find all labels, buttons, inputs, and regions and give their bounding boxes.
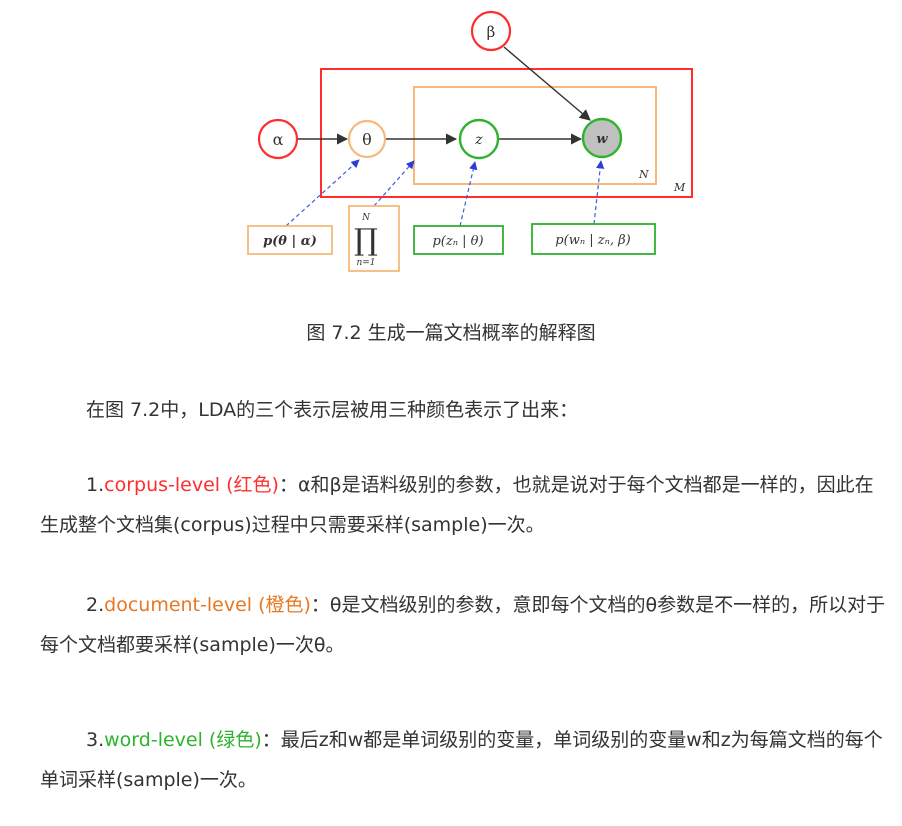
item-document-level: 2.document-level (橙色)：θ是文档级别的参数，意即每个文档的θ… [40, 585, 890, 665]
item-prefix: 3. [86, 729, 105, 751]
node-theta-label: θ [362, 130, 372, 149]
node-alpha-label: α [273, 130, 284, 149]
outer-plate-label: M [673, 181, 686, 194]
formula-product-bottom: n=1 [356, 258, 375, 268]
dashed-arrow-p-z [459, 161, 478, 227]
item-text: ：最后z和w都是单词级别的变量，单词级别的变量w和z为每篇文档的每个单词采样(s… [40, 729, 883, 791]
figure-caption: 图 7.2 生成一篇文档概率的解释图 [306, 322, 596, 344]
node-z-label: z [474, 132, 483, 148]
dashed-arrow-p-w [593, 160, 605, 225]
formula-box-p-theta: p(θ | α) [247, 225, 333, 255]
node-beta: β [470, 10, 512, 52]
inner-plate-label: N [638, 168, 649, 181]
formula-p-theta: p(θ | α) [263, 234, 317, 249]
formula-product-top: N [361, 213, 371, 223]
item-word-level: 3.word-level (绿色)：最后z和w都是单词级别的变量，单词级别的变量… [40, 720, 890, 800]
formula-product-symbol: ∏ [354, 223, 378, 258]
node-w-label: w [596, 132, 608, 147]
item-text: ：θ是文档级别的参数，意即每个文档的θ参数是不一样的，所以对于每个文档都要采样(… [40, 594, 886, 656]
node-beta-label: β [487, 23, 496, 41]
intro-text: 在图 7.2中，LDA的三个表示层被用三种颜色表示了出来： [86, 399, 579, 421]
edge-beta-w [503, 46, 591, 121]
item-level-word: word-level (绿色) [104, 729, 262, 751]
item-level-corpus: corpus-level (红色) [104, 474, 279, 496]
formula-p-w: p(wₙ | zₙ, β) [555, 233, 630, 248]
outer-plate-m [320, 68, 693, 198]
item-corpus-level: 1.corpus-level (红色)：α和β是语料级别的参数，也就是说对于每个… [40, 465, 890, 545]
intro-paragraph: 在图 7.2中，LDA的三个表示层被用三种颜色表示了出来： [40, 390, 890, 430]
formula-p-z: p(zₙ | θ) [432, 234, 483, 249]
node-alpha: α [257, 118, 299, 160]
dashed-arrow-product [373, 160, 415, 207]
lda-graphical-model: M N α θ z w β [246, 4, 696, 276]
inner-plate-n [413, 86, 657, 185]
node-w: w [581, 117, 623, 159]
node-z: z [458, 118, 500, 160]
dashed-arrow-p-theta [285, 159, 360, 227]
formula-box-p-z: p(zₙ | θ) [413, 225, 504, 255]
item-prefix: 2. [86, 594, 105, 616]
formula-box-p-w: p(wₙ | zₙ, β) [531, 223, 656, 255]
formula-box-product: N ∏ n=1 [348, 205, 400, 272]
item-prefix: 1. [86, 474, 105, 496]
item-text: ：α和β是语料级别的参数，也就是说对于每个文档都是一样的，因此在生成整个文档集(… [40, 474, 874, 536]
item-level-document: document-level (橙色) [104, 594, 311, 616]
node-theta: θ [347, 119, 387, 159]
